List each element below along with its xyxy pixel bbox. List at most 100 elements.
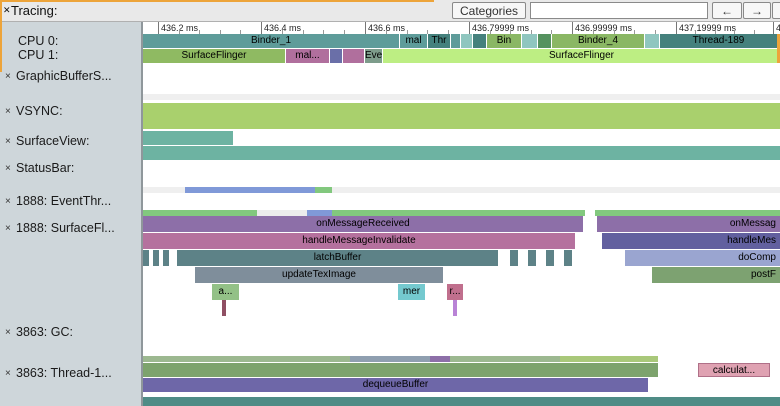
ruler-minor-tick xyxy=(613,30,615,34)
sidebar: CPU 0:CPU 1:×GraphicBufferS...×VSYNC:×Su… xyxy=(0,22,143,406)
trace-slice[interactable] xyxy=(451,34,460,48)
ruler-major-tick xyxy=(676,22,677,34)
slice-thread-189[interactable]: Thread-189 xyxy=(660,34,777,48)
slice-docomp[interactable]: doComp xyxy=(625,250,780,266)
back-button[interactable]: ← xyxy=(712,2,742,19)
ruler-minor-tick xyxy=(592,30,594,34)
slice-onmessagereceived-2[interactable]: onMessag xyxy=(597,216,780,232)
slice-postf[interactable]: postF xyxy=(652,267,780,283)
accent-strip xyxy=(0,0,434,2)
latch-sliver[interactable] xyxy=(143,250,149,266)
sidebar-row-label: GraphicBufferS... xyxy=(16,69,112,83)
trace-slice[interactable] xyxy=(461,34,472,48)
latch-sliver[interactable] xyxy=(546,250,554,266)
row-close-icon[interactable]: × xyxy=(5,368,11,379)
help-button[interactable]: ? xyxy=(772,2,780,19)
ruler-minor-tick xyxy=(344,30,346,34)
trace-slice[interactable] xyxy=(330,49,342,63)
slice-r[interactable]: r... xyxy=(447,284,463,300)
sidebar-row: CPU 0: xyxy=(0,34,141,48)
row-close-icon[interactable]: × xyxy=(5,223,11,234)
latch-sliver[interactable] xyxy=(163,250,169,266)
ruler-minor-tick xyxy=(655,30,657,34)
page-title: Tracing: xyxy=(11,3,58,18)
slice-binder-1[interactable]: Binder_1 xyxy=(143,34,399,48)
search-input[interactable] xyxy=(530,2,708,19)
row-close-icon[interactable]: × xyxy=(5,163,11,174)
slice-handlemessage-2[interactable]: handleMes xyxy=(602,233,780,249)
ruler-minor-tick xyxy=(695,30,697,34)
slice-onmessagereceived[interactable]: onMessageReceived xyxy=(143,216,583,232)
sidebar-row: ×1888: SurfaceFl... xyxy=(0,221,141,235)
vline-maroon[interactable] xyxy=(222,300,226,316)
slice-surfaceflinger-2[interactable]: SurfaceFlinger xyxy=(383,49,780,63)
row-close-icon[interactable]: × xyxy=(5,327,11,338)
accent-strip xyxy=(0,0,2,72)
bottom-band[interactable] xyxy=(143,397,780,406)
latch-sliver[interactable] xyxy=(510,250,518,266)
surfaceview-band[interactable] xyxy=(143,146,780,160)
eventthread-green[interactable] xyxy=(143,210,257,216)
slice-a[interactable]: a... xyxy=(212,284,239,300)
thread-main-bar[interactable] xyxy=(143,363,658,377)
surfaceview-slice[interactable] xyxy=(143,131,233,145)
vline-violet[interactable] xyxy=(453,300,457,316)
slice-mal2[interactable]: mal... xyxy=(286,49,329,63)
categories-button[interactable]: Categories xyxy=(452,2,526,19)
eventthread-green3[interactable] xyxy=(595,210,780,216)
slice-bin[interactable]: Bin xyxy=(487,34,521,48)
row-close-icon[interactable]: × xyxy=(5,106,11,117)
forward-button[interactable]: → xyxy=(743,2,771,19)
slice-eve[interactable]: Eve xyxy=(365,49,382,63)
statusbar-track[interactable] xyxy=(143,187,780,193)
slice-mer[interactable]: mer xyxy=(398,284,425,300)
slice-dequeuebuffer[interactable]: dequeueBuffer xyxy=(143,378,648,392)
thread-strip[interactable] xyxy=(430,356,450,362)
latch-sliver[interactable] xyxy=(153,250,159,266)
slice-updatateximage[interactable]: updateTexImage xyxy=(195,267,443,283)
ruler-label: 436.6 ms xyxy=(368,23,406,33)
thread-strip[interactable] xyxy=(143,356,350,362)
latch-sliver[interactable] xyxy=(564,250,572,266)
ruler-minor-tick xyxy=(302,30,304,34)
trace-slice[interactable] xyxy=(645,34,659,48)
ruler-major-tick xyxy=(773,22,774,34)
trace-slice[interactable] xyxy=(343,49,364,63)
ruler-minor-tick xyxy=(530,30,532,34)
close-icon[interactable]: ✕ xyxy=(3,5,11,15)
slice-calculat[interactable]: calculat... xyxy=(698,363,770,377)
thread-strip[interactable] xyxy=(560,356,658,362)
row-close-icon[interactable]: × xyxy=(5,196,11,207)
trace-slice[interactable] xyxy=(522,34,537,48)
thread-strip[interactable] xyxy=(350,356,430,362)
graphicbuffer-track[interactable] xyxy=(143,94,780,100)
sidebar-row: ×3863: Thread-1... xyxy=(0,366,141,380)
slice-mal[interactable]: mal xyxy=(400,34,427,48)
statusbar-blue[interactable] xyxy=(185,187,315,193)
sidebar-row: ×1888: EventThr... xyxy=(0,194,141,208)
slice-thr[interactable]: Thr xyxy=(428,34,450,48)
row-close-icon[interactable]: × xyxy=(5,136,11,147)
ruler-minor-tick xyxy=(219,30,221,34)
trace-slice[interactable] xyxy=(538,34,551,48)
thread-strip[interactable] xyxy=(450,356,560,362)
row-close-icon[interactable]: × xyxy=(5,71,11,82)
ruler-minor-tick xyxy=(427,30,429,34)
ruler-minor-tick xyxy=(240,30,242,34)
sidebar-row-label: CPU 0: xyxy=(18,34,59,48)
ruler-minor-tick xyxy=(551,30,553,34)
slice-binder-4[interactable]: Binder_4 xyxy=(552,34,644,48)
latch-sliver[interactable] xyxy=(528,250,536,266)
eventthread-gray[interactable] xyxy=(257,210,307,216)
ruler-minor-tick xyxy=(385,30,387,34)
statusbar-green[interactable] xyxy=(315,187,332,193)
slice-handlemessageinvalidate[interactable]: handleMessageInvalidate xyxy=(143,233,575,249)
slice-surfaceflinger[interactable]: SurfaceFlinger xyxy=(143,49,285,63)
vsync-band[interactable] xyxy=(143,103,780,129)
trace-slice[interactable] xyxy=(473,34,486,48)
ruler-minor-tick xyxy=(323,30,325,34)
eventthread-blue[interactable] xyxy=(307,210,332,216)
eventthread-green2[interactable] xyxy=(332,210,585,216)
slice-latchbuffer[interactable]: latchBuffer xyxy=(177,250,498,266)
